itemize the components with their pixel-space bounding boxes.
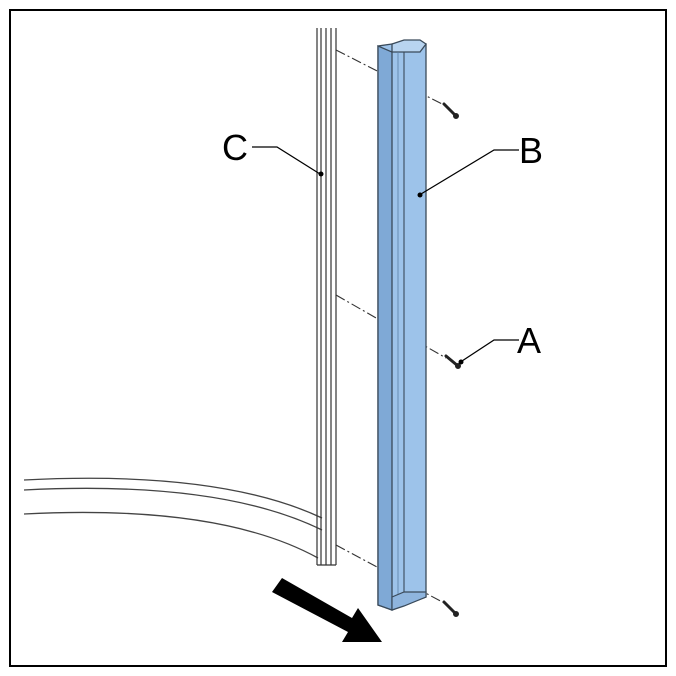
door-edge (316, 28, 337, 566)
callout-b: B (417, 130, 543, 198)
trim-strip (377, 39, 427, 611)
screw-icon (442, 600, 459, 617)
trim-bottom-cap (391, 591, 427, 611)
trim-top-cap (391, 39, 427, 53)
diagram-frame (9, 9, 667, 667)
callout-label-c: C (222, 127, 248, 168)
screw-icon (444, 354, 461, 369)
callout-label-b: B (519, 130, 543, 171)
arrow-down-right-icon (272, 578, 382, 642)
callout-c: C (222, 127, 324, 177)
callout-a: A (458, 320, 541, 365)
base-curves (23, 477, 323, 559)
screw-icon (442, 102, 459, 119)
callout-label-a: A (517, 320, 541, 361)
trim-side-face (377, 45, 393, 611)
